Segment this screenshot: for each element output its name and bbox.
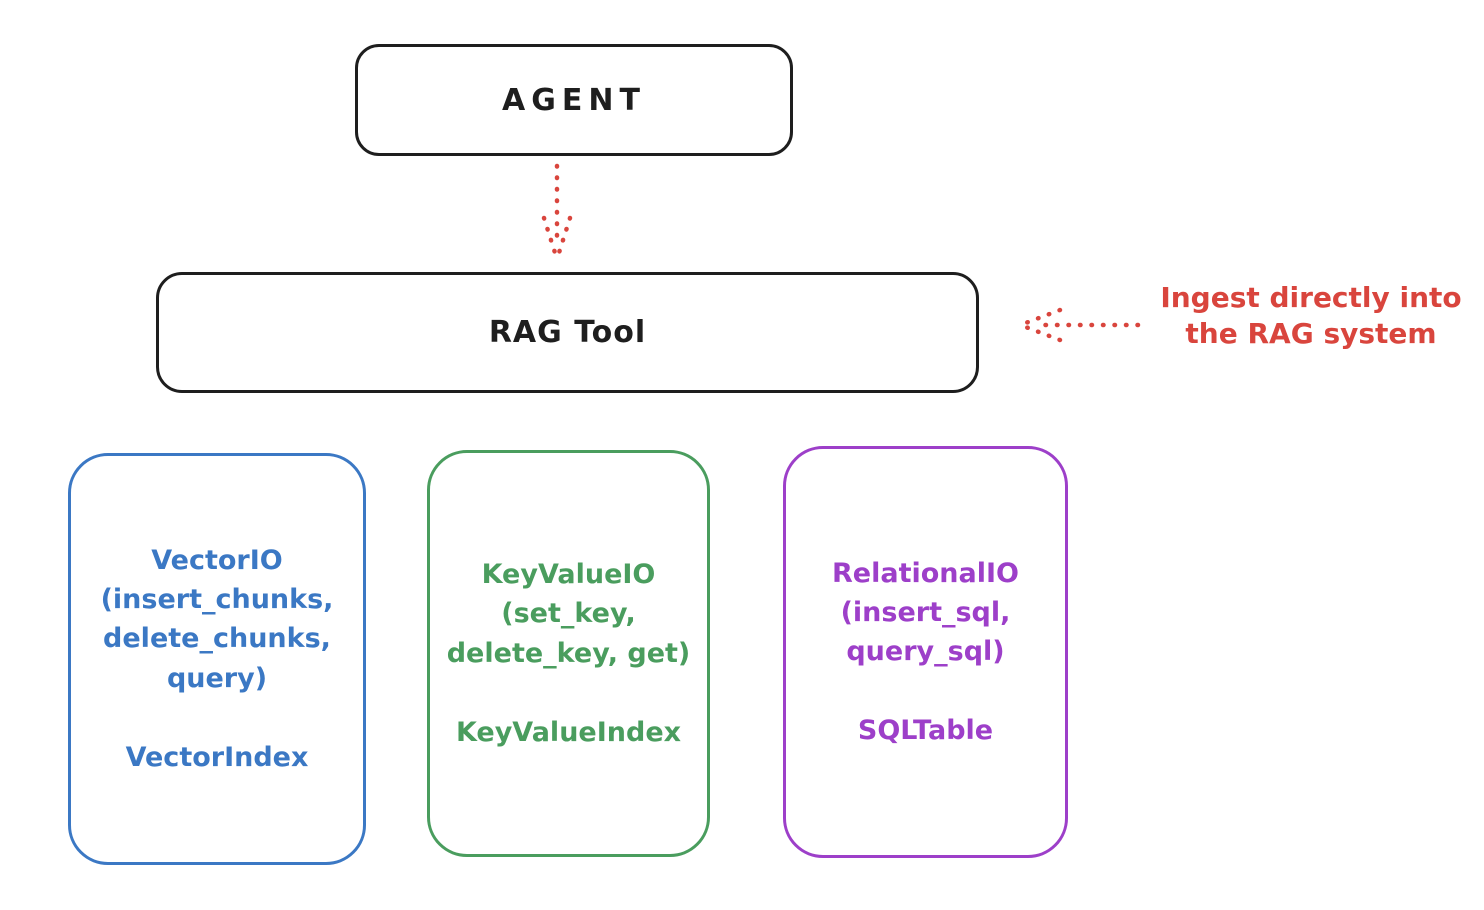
agent-node[interactable]: AGENT bbox=[355, 44, 793, 156]
arrowhead-left-stroke bbox=[541, 215, 559, 259]
arrowhead-top-stroke bbox=[1020, 307, 1063, 327]
vector-index-label: VectorIndex bbox=[125, 741, 309, 773]
annotation-line-2: the RAG system bbox=[1185, 317, 1437, 351]
ingest-annotation-text: Ingest directly into the RAG system bbox=[1138, 280, 1484, 353]
vector-io-node[interactable]: VectorIO (insert_chunks, delete_chunks, … bbox=[68, 453, 366, 865]
agent-to-ragtool-arrow[interactable] bbox=[534, 162, 580, 270]
arrowhead-bottom-stroke bbox=[1020, 323, 1063, 343]
vector-io-body: VectorIO (insert_chunks, delete_chunks, … bbox=[100, 545, 334, 694]
key-value-index-label: KeyValueIndex bbox=[455, 716, 682, 748]
rag-tool-node[interactable]: RAG Tool bbox=[156, 272, 979, 393]
annotation-line-1: Ingest directly into bbox=[1160, 281, 1462, 314]
key-value-io-body: KeyValueIO (set_key, delete_key, get) bbox=[446, 559, 691, 669]
relational-io-body: RelationalIO (insert_sql, query_sql) bbox=[832, 557, 1019, 667]
arrowhead-right-stroke bbox=[555, 215, 573, 259]
rag-tool-label: RAG Tool bbox=[488, 315, 647, 350]
agent-label: AGENT bbox=[502, 82, 646, 118]
sql-table-label: SQLTable bbox=[857, 715, 994, 747]
ingest-annotation-arrow[interactable] bbox=[1012, 302, 1144, 348]
relational-io-node[interactable]: RelationalIO (insert_sql, query_sql) SQL… bbox=[783, 446, 1068, 858]
key-value-io-node[interactable]: KeyValueIO (set_key, delete_key, get) Ke… bbox=[427, 450, 710, 857]
